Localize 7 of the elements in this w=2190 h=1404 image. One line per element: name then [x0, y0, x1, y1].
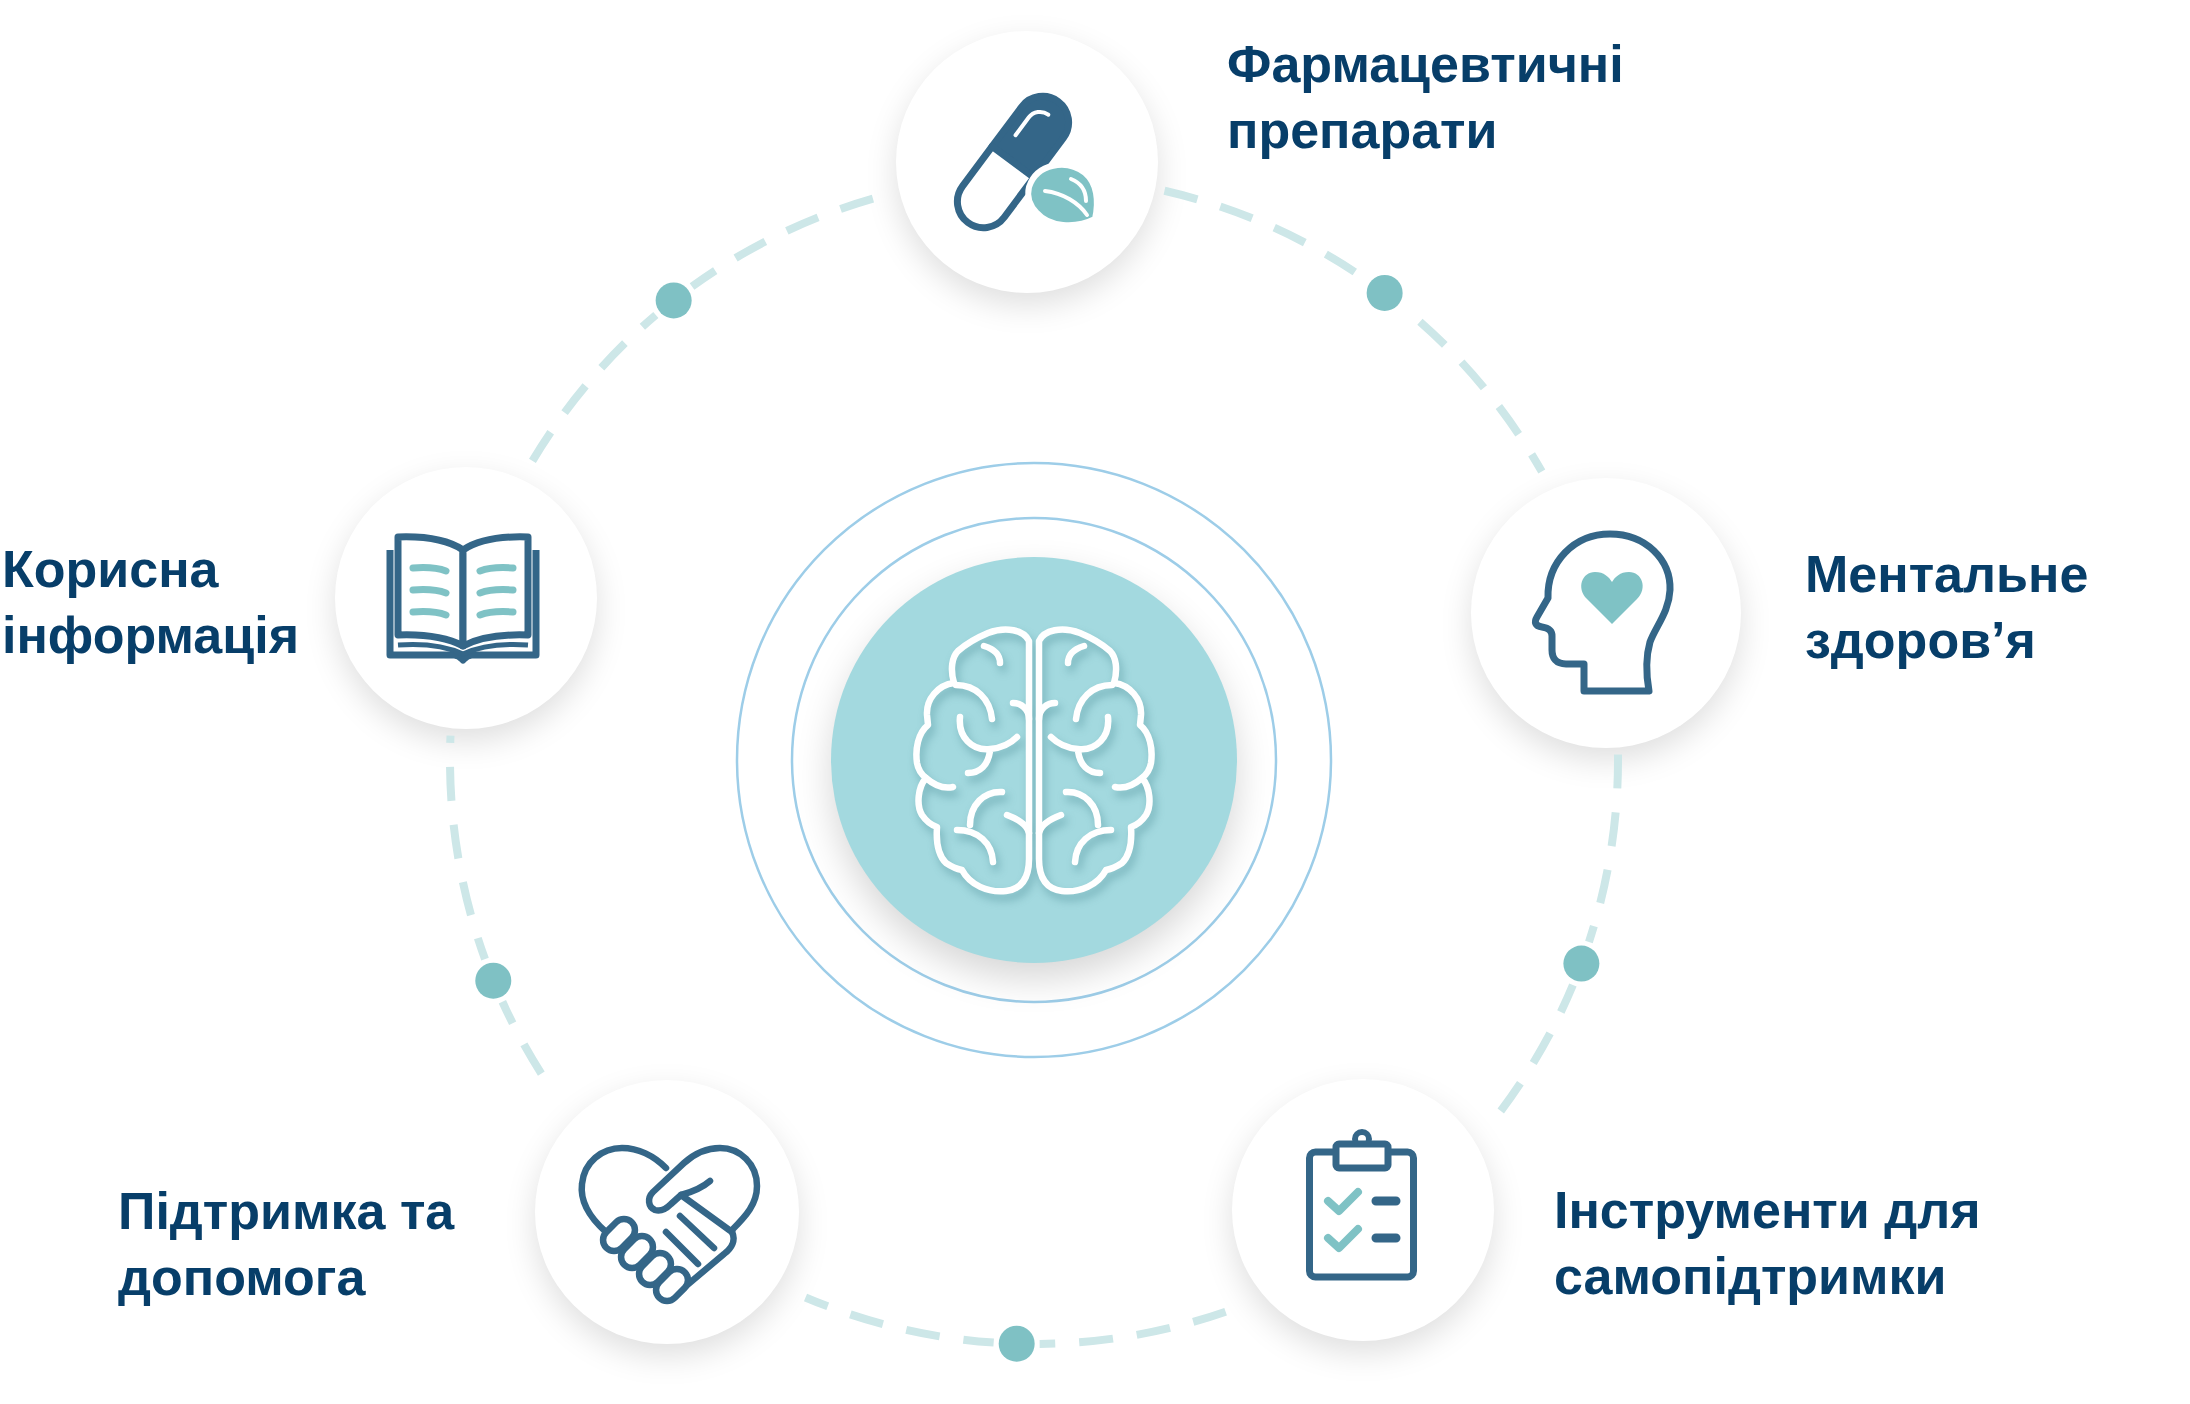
dashed-connector: [1163, 186, 1546, 474]
category-label: Фармацевтичні препарати: [1227, 35, 1624, 159]
dashed-connector: [804, 1293, 1227, 1348]
category-label: Підтримка та допомога: [118, 1182, 455, 1306]
category-label: Інструменти для самопідтримки: [1554, 1181, 1981, 1305]
category-label: Корисна інформація: [2, 540, 299, 664]
category-label: Ментальне здоров’я: [1805, 545, 2089, 669]
